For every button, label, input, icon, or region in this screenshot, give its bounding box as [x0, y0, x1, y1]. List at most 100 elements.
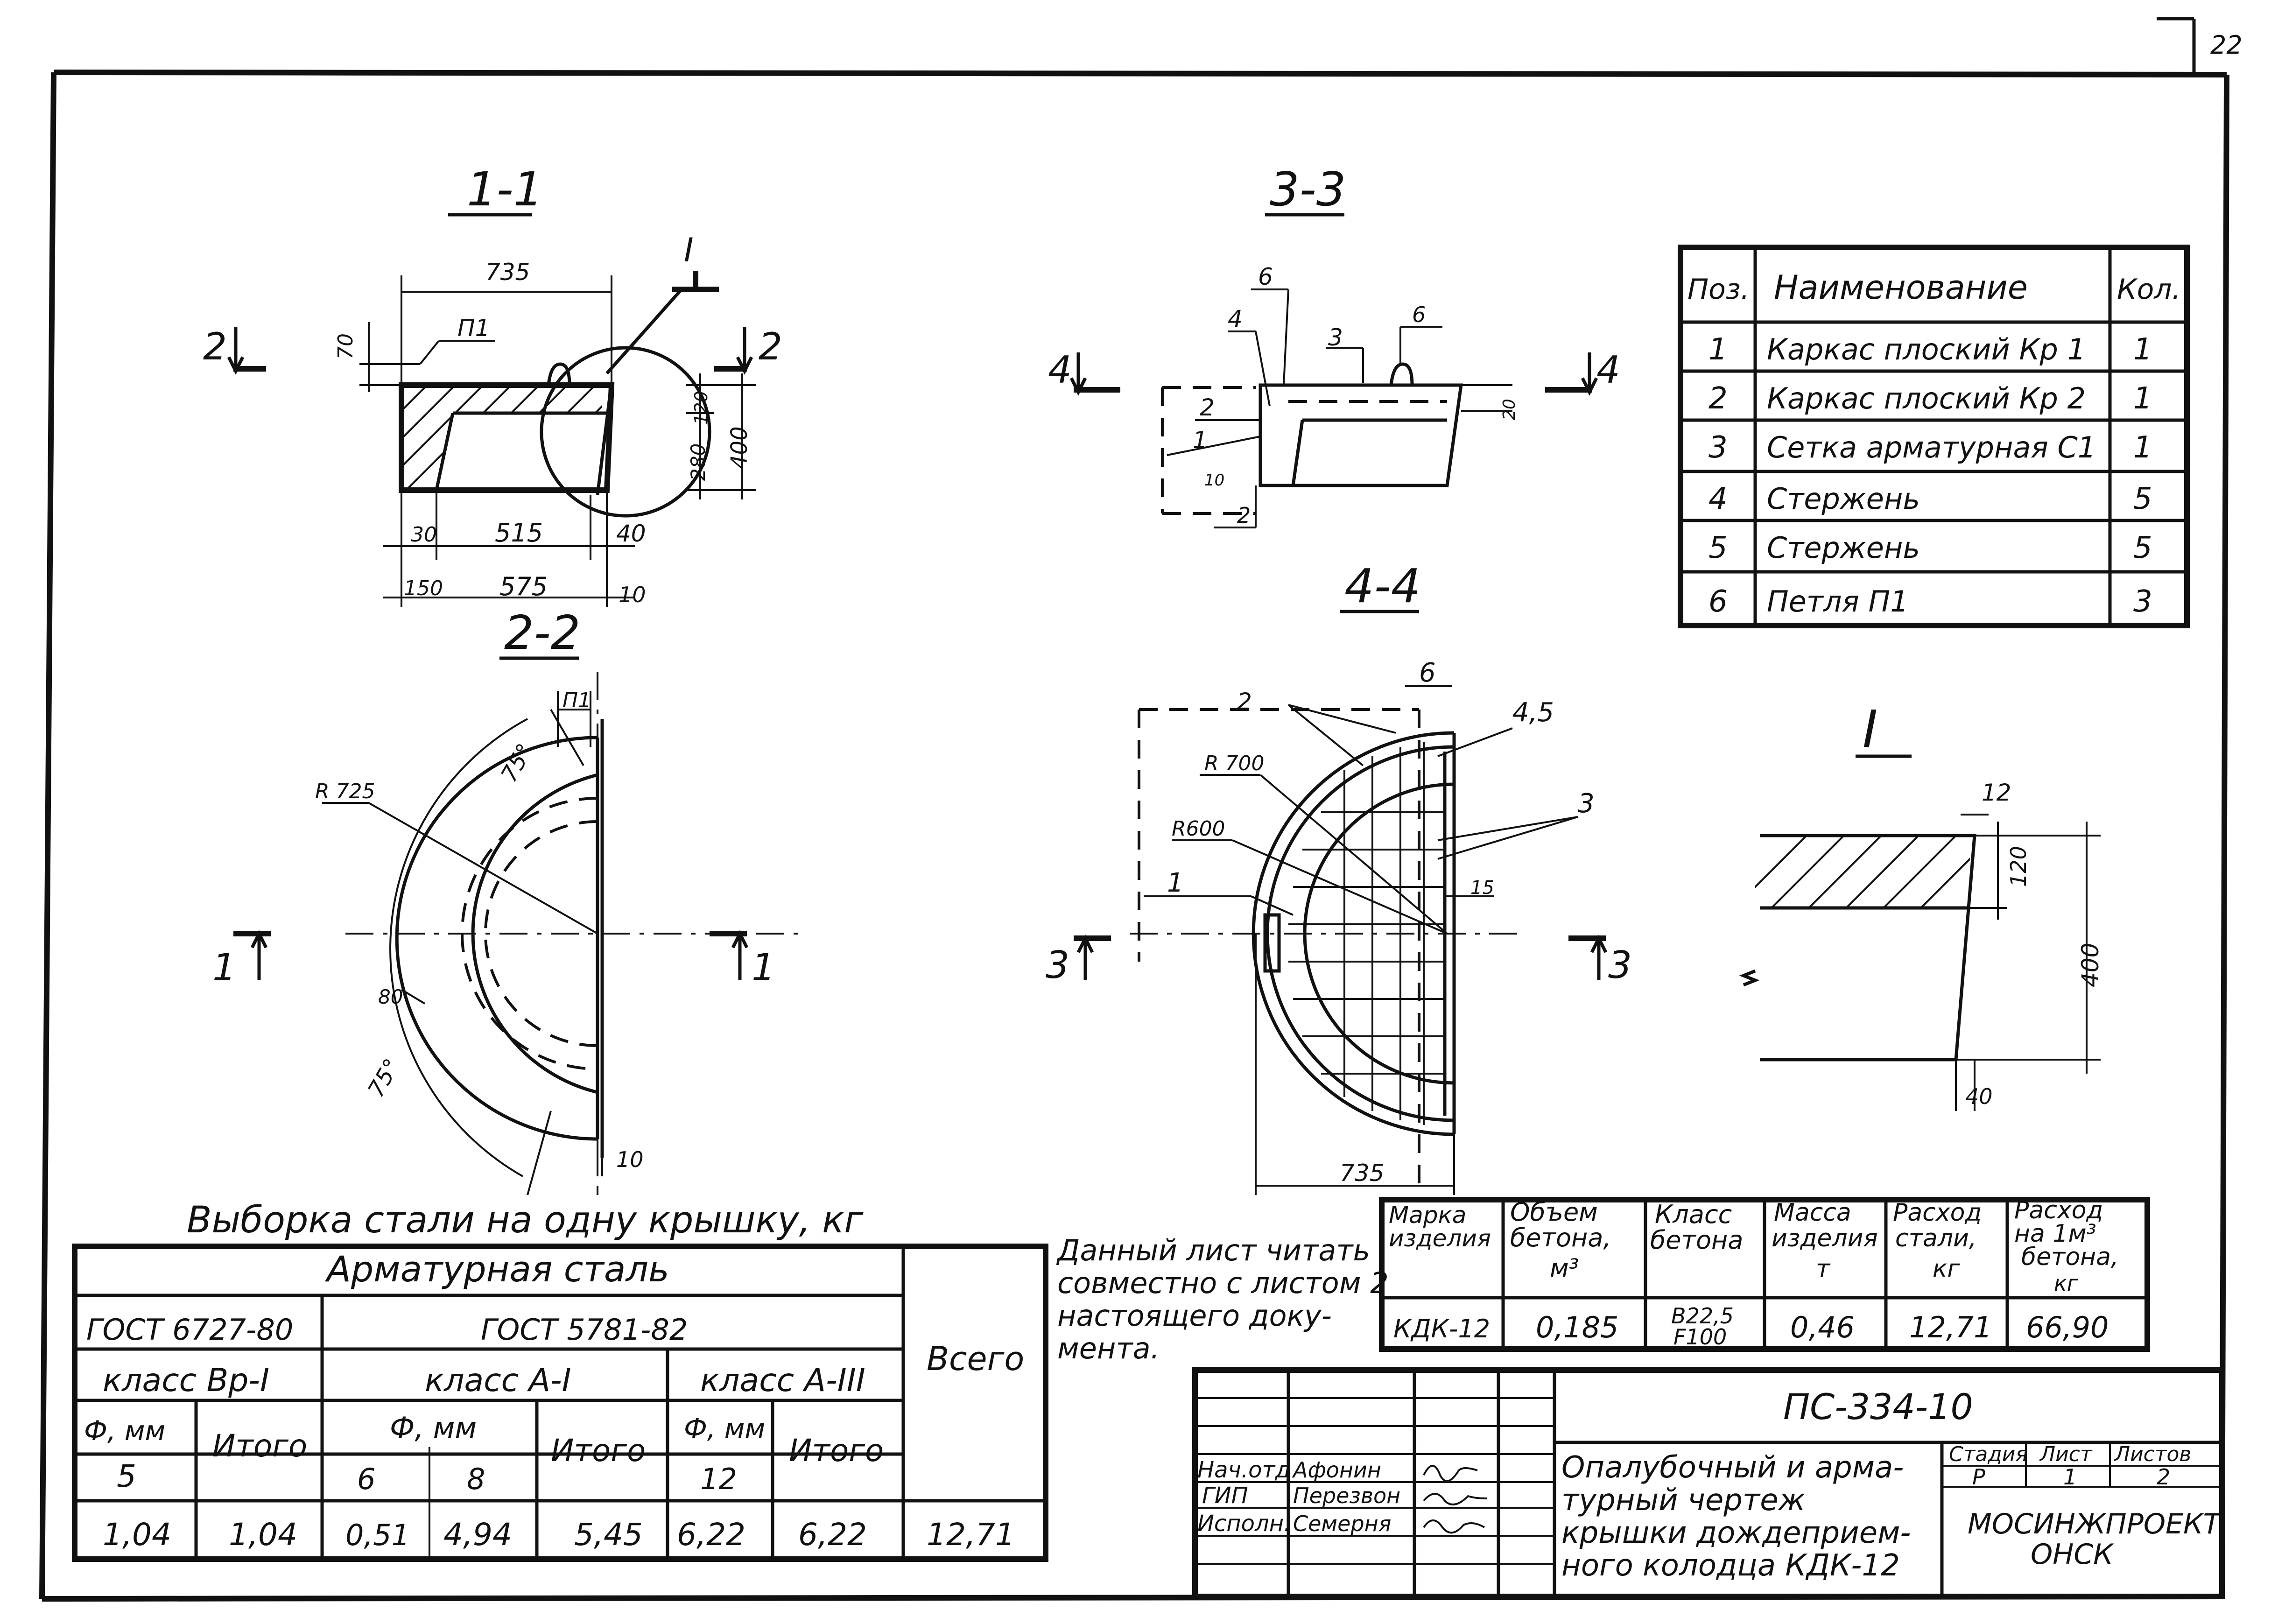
- dim-735-44: 735: [1340, 1160, 1384, 1187]
- spec-row-5-pos: 5: [1708, 531, 1728, 565]
- angle-75-bottom: 75°: [363, 1054, 405, 1102]
- cut-label-1-right: 1: [752, 946, 775, 989]
- dim-575: 575: [499, 572, 548, 601]
- label-P1-plan: П1: [562, 689, 591, 712]
- radius-R700: R 700: [1204, 752, 1265, 775]
- spec-row-2-name: Каркас плоский Кр 2: [1767, 381, 2086, 415]
- callout-1-44: 1: [1167, 868, 1184, 898]
- note: Данный лист читать совместно с листом 2 …: [1056, 1233, 1389, 1365]
- note-line-4: мента.: [1057, 1331, 1160, 1365]
- product-h-vol-1: Объем: [1510, 1197, 1598, 1227]
- product-h-rate-1: Расход: [2014, 1196, 2103, 1224]
- steel-dia-label-3: Ф, мм: [684, 1413, 765, 1444]
- product-v-volume: 0,185: [1536, 1310, 1619, 1344]
- callout-1: 1: [1193, 427, 1208, 454]
- steel-header-main: Арматурная сталь: [324, 1248, 669, 1290]
- spec-row-6-pos: 6: [1708, 584, 1728, 619]
- callout-2-bottom: 2: [1237, 503, 1251, 528]
- product-v-mark: КДК-12: [1393, 1314, 1490, 1343]
- steel-table-title: Выборка стали на одну крышку, кг: [187, 1199, 864, 1241]
- sheet-frame: 22: [39, 17, 2243, 1602]
- title-line-1: Опалубочный и арма-: [1561, 1450, 1904, 1485]
- section-labels: 1-1 2-2 3-3 4-4 I: [448, 162, 1912, 759]
- cut-label-1-left: 1: [212, 946, 236, 989]
- steel-dia-8: 8: [467, 1462, 485, 1496]
- callout-4-5: 4,5: [1512, 697, 1554, 728]
- title-block: ПС-334-10 Нач.отд ГИП Исполн. Афонин Пер…: [1192, 1367, 2225, 1599]
- spec-row-1-name: Каркас плоский Кр 1: [1767, 332, 2086, 366]
- product-v-class: В22,5: [1671, 1303, 1734, 1329]
- dim-80: 80: [378, 985, 403, 1008]
- dim-12: 12: [1982, 779, 2011, 806]
- section-3-3: 6 4 3 6 2 1 2 10 20 4 4: [1048, 263, 1620, 528]
- steel-dia-6: 6: [357, 1462, 375, 1496]
- spec-row-3-pos: 3: [1708, 430, 1728, 465]
- sheets-label: Листов: [2114, 1442, 2191, 1466]
- organization-line-1: МОСИНЖПРОЕКТ: [1968, 1508, 2222, 1540]
- steel-gost-6727: ГОСТ 6727-80: [86, 1313, 293, 1347]
- dim-15: 15: [1470, 877, 1494, 899]
- product-h-vol-3: м³: [1550, 1253, 1579, 1283]
- dim-735: 735: [485, 259, 530, 286]
- document-code: ПС-334-10: [1783, 1386, 1973, 1427]
- detail-I: 12 120 400 40: [1739, 779, 2104, 1111]
- product-h-steel-2: стали,: [1895, 1224, 1976, 1252]
- dim-400: 400: [726, 426, 752, 469]
- sheets-value: 2: [2157, 1464, 2170, 1490]
- sheet-label: Лист: [2039, 1442, 2093, 1466]
- callout-6-left: 6: [1258, 263, 1273, 290]
- product-h-class-2: бетона: [1650, 1225, 1743, 1255]
- spec-row-5-qty: 5: [2133, 531, 2152, 565]
- spec-row-2-qty: 1: [2133, 381, 2152, 416]
- note-line-1: Данный лист читать: [1056, 1233, 1370, 1267]
- spec-row-3-qty: 1: [2133, 430, 2152, 465]
- cut-label-4-right: 4: [1596, 348, 1620, 392]
- section-label-4-4: 4-4: [1344, 559, 1420, 613]
- steel-value-a1-total: 5,45: [574, 1517, 643, 1553]
- page-number: 22: [2210, 30, 2243, 60]
- product-v-steel: 12,71: [1909, 1310, 1992, 1344]
- callout-3-44: 3: [1578, 788, 1595, 819]
- stage-value: Р: [1972, 1464, 1985, 1490]
- steel-gost-5781: ГОСТ 5781-82: [481, 1313, 688, 1347]
- callout-6-right: 6: [1412, 302, 1426, 327]
- steel-itogo-3: Итого: [789, 1433, 884, 1469]
- callout-6-44: 6: [1419, 658, 1436, 688]
- dim-120: 120: [691, 391, 711, 425]
- spec-header-qty: Кол.: [2117, 273, 2181, 306]
- product-h-mark-2: изделия: [1389, 1225, 1491, 1252]
- callout-4: 4: [1228, 305, 1243, 332]
- spec-header-name: Наименование: [1774, 268, 2028, 307]
- steel-dia-12: 12: [700, 1462, 737, 1496]
- note-line-3: настоящего доку-: [1057, 1299, 1332, 1333]
- product-h-rate-4: кг: [2054, 1271, 2079, 1296]
- callout-3: 3: [1328, 324, 1343, 351]
- steel-itogo-2: Итого: [551, 1433, 646, 1469]
- title-line-4: ного колодца КДК-12: [1561, 1548, 1900, 1583]
- product-h-mass-1: Масса: [1774, 1199, 1851, 1227]
- steel-class-vr1: класс Вр-I: [103, 1362, 269, 1399]
- dim-70: 70: [334, 333, 358, 359]
- steel-value-a3-12: 6,22: [677, 1517, 745, 1553]
- steel-value-vr1: 1,04: [103, 1517, 171, 1553]
- steel-value-a3-total: 6,22: [798, 1517, 867, 1553]
- radius-R725: R 725: [315, 780, 375, 803]
- spec-row-5-name: Стержень: [1767, 531, 1920, 565]
- steel-value-a1-8: 4,94: [443, 1517, 512, 1553]
- product-v-class-f: F100: [1673, 1324, 1727, 1350]
- steel-table: Выборка стали на одну крышку, кг Арматур…: [72, 1199, 1048, 1562]
- spec-row-3-name: Сетка арматурная С1: [1767, 430, 2096, 464]
- product-h-mass-2: изделия: [1772, 1224, 1878, 1252]
- product-h-rate-2: на 1м³: [2014, 1220, 2096, 1248]
- spec-row-1-qty: 1: [2133, 332, 2152, 367]
- dim-280: 280: [687, 443, 710, 481]
- section-label-3-3: 3-3: [1270, 162, 1346, 217]
- role-gip: ГИП: [1202, 1483, 1248, 1509]
- product-table: Марка изделия Объем бетона, м³ Класс бет…: [1379, 1196, 2150, 1352]
- steel-value-a1-6: 0,51: [345, 1518, 410, 1552]
- stage-label: Стадия: [1949, 1442, 2028, 1466]
- sheet-value: 1: [2063, 1464, 2077, 1490]
- dim-400-I: 400: [2077, 943, 2104, 987]
- steel-dia-label-1: Ф, мм: [84, 1415, 165, 1447]
